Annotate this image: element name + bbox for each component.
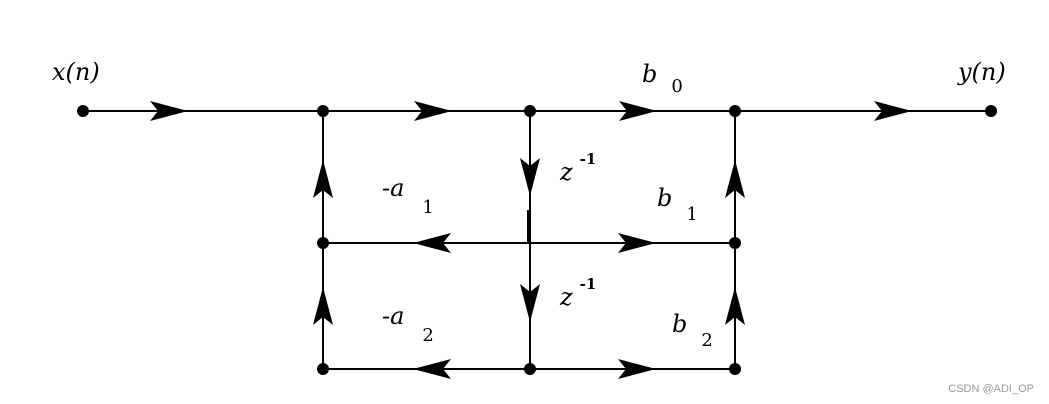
arrow-right-lower (725, 287, 745, 325)
delay-1-exponent: -1 (580, 150, 597, 168)
arrow-b0 (619, 101, 657, 121)
node-top-left (317, 105, 329, 117)
arrow-right-upper (725, 160, 745, 198)
node-mid-right (729, 237, 741, 249)
delay-2-exponent: -1 (580, 275, 597, 293)
coeff-a2-subscript: 2 (422, 325, 433, 346)
arrow-left-upper (313, 160, 333, 198)
node-bottom-left (317, 363, 329, 375)
coeff-b2-subscript: 2 (701, 330, 712, 351)
arrow-delay-2 (520, 284, 540, 322)
arrow-b1 (618, 233, 656, 253)
node-top-center (524, 105, 536, 117)
coeff-a2: -a 2 (382, 302, 434, 346)
coeff-b0-symbol: b (642, 60, 657, 88)
watermark: CSDN @ADI_OP (948, 383, 1034, 395)
delay-label-1: z -1 (559, 150, 596, 186)
coeff-a1: -a 1 (382, 174, 434, 218)
arrow-output (874, 101, 912, 121)
output-label: y(n) (957, 58, 1006, 86)
input-node (77, 105, 89, 117)
coeff-b1-symbol: b (657, 184, 672, 212)
coeff-b1-subscript: 1 (686, 204, 697, 225)
node-mid-left (317, 237, 329, 249)
input-label: x(n) (52, 58, 100, 86)
coeff-a2-symbol: -a (382, 302, 404, 330)
arrow-input (150, 101, 188, 121)
coeff-a1-subscript: 1 (422, 197, 433, 218)
delay-label-2: z -1 (559, 275, 596, 311)
output-node (985, 105, 997, 117)
branches (83, 110, 991, 370)
coeff-b2: b 2 (672, 310, 713, 351)
arrow-b2 (618, 359, 656, 379)
coeff-a1-symbol: -a (382, 174, 404, 202)
coeff-b2-symbol: b (672, 310, 687, 338)
arrow-left-lower (313, 287, 333, 325)
delay-2-symbol: z (559, 283, 573, 311)
arrow-top-mid-left (414, 101, 452, 121)
arrow-a1 (413, 233, 451, 253)
arrow-a2 (413, 359, 451, 379)
coeff-b0: b 0 (642, 60, 683, 97)
coeff-b1: b 1 (657, 184, 698, 225)
arrowheads (150, 101, 912, 379)
coeff-b0-subscript: 0 (671, 76, 682, 97)
node-bottom-center (524, 363, 536, 375)
delay-1-symbol: z (559, 158, 573, 186)
nodes (77, 105, 997, 375)
arrow-delay-1 (520, 158, 540, 196)
node-top-right (729, 105, 741, 117)
node-bottom-right (729, 363, 741, 375)
